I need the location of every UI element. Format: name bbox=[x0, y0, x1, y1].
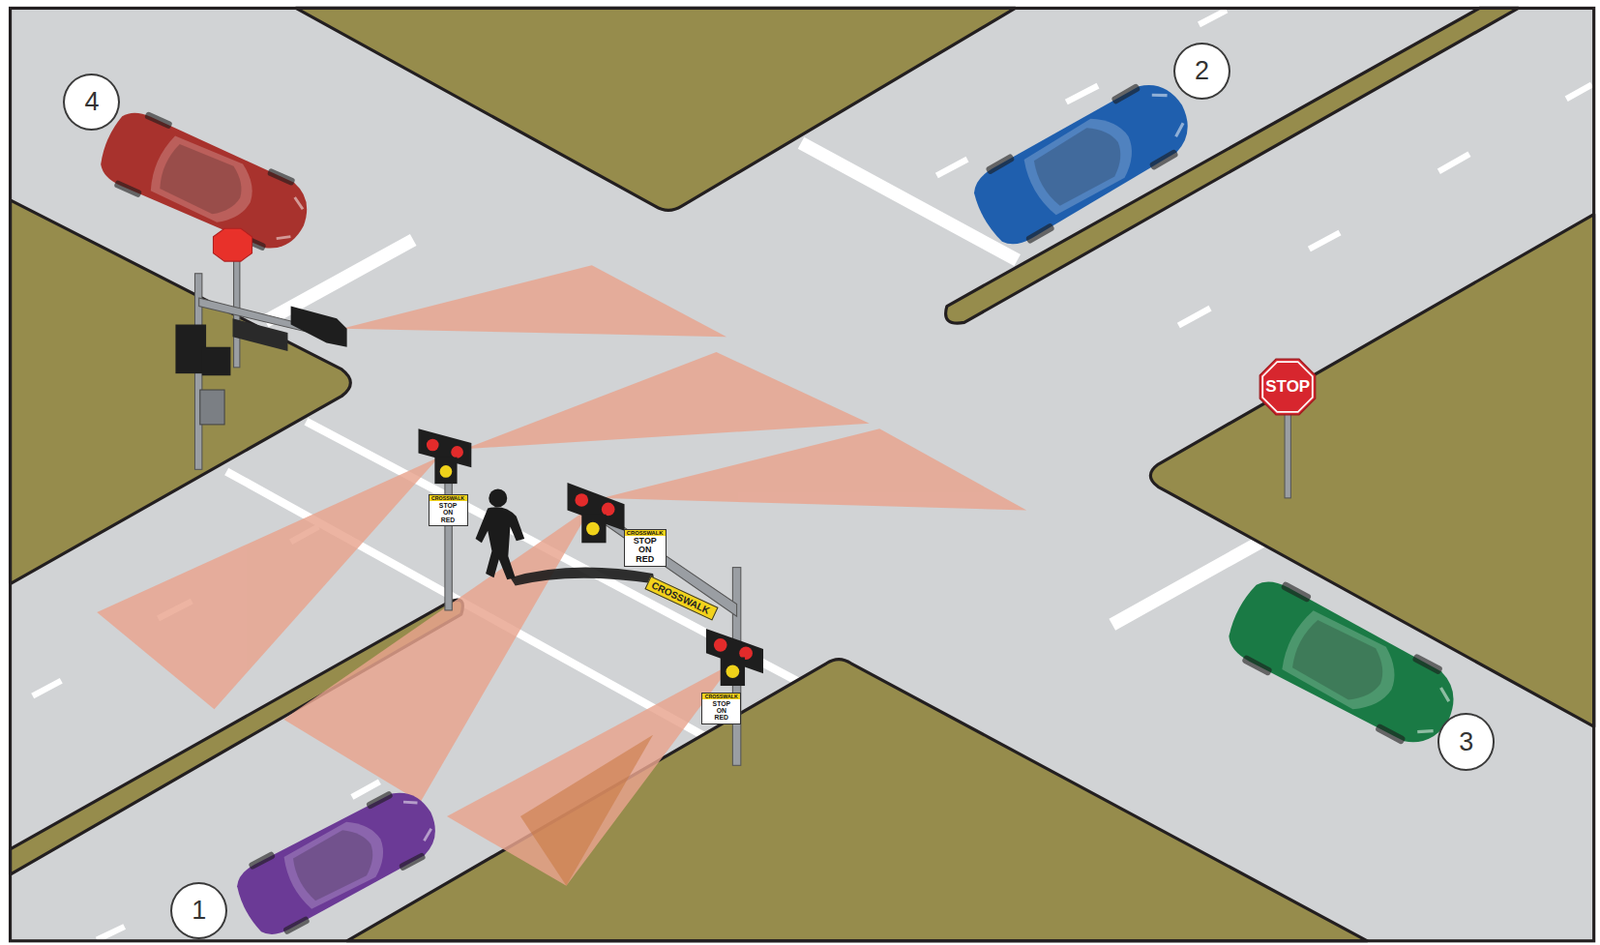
callout-number: 1 bbox=[191, 895, 207, 926]
beacon-head bbox=[706, 628, 764, 686]
light-beam-overlap bbox=[520, 735, 653, 887]
crosswalk-sign: CROSSWALKSTOP ON RED bbox=[428, 494, 469, 527]
crosswalk-sign: CROSSWALKSTOP ON RED bbox=[623, 529, 667, 567]
callout-number: 3 bbox=[1437, 712, 1495, 771]
callout-number: 4 bbox=[84, 87, 99, 118]
callout-number: 1 bbox=[170, 882, 228, 940]
sign-heading: CROSSWALK bbox=[624, 530, 666, 536]
stop-sign: STOP bbox=[1258, 357, 1317, 416]
callout-number: 2 bbox=[1194, 56, 1210, 87]
traffic-signal-assembly bbox=[175, 228, 347, 470]
grass-areas bbox=[10, 7, 1595, 941]
stop-sign-back bbox=[212, 228, 252, 262]
road-surface bbox=[10, 7, 1595, 941]
frame bbox=[10, 7, 1595, 941]
green-car bbox=[1216, 567, 1470, 761]
grass-corner bbox=[296, 7, 1016, 210]
blue-car bbox=[962, 66, 1205, 258]
sign-heading: CROSSWALK bbox=[429, 495, 468, 502]
light-beam bbox=[601, 428, 1027, 510]
light-beam bbox=[283, 505, 593, 802]
beacon-head bbox=[417, 428, 472, 484]
stop-bar bbox=[265, 239, 414, 322]
pedestrian-shadow bbox=[509, 566, 655, 586]
beacon-head bbox=[566, 482, 624, 543]
light-beam bbox=[464, 352, 870, 449]
beacon-poles bbox=[444, 479, 741, 766]
sign-text: STOP ON RED bbox=[439, 502, 457, 524]
sign-pole bbox=[1284, 406, 1291, 499]
sign-text: STOP ON RED bbox=[633, 536, 657, 564]
red-car bbox=[90, 101, 321, 265]
sign-text: STOP ON RED bbox=[712, 700, 731, 722]
grass-corner bbox=[347, 659, 1368, 942]
median bbox=[946, 7, 1519, 324]
light-beam bbox=[446, 663, 733, 887]
light-beam bbox=[341, 265, 727, 337]
callout-number: 3 bbox=[1458, 727, 1474, 758]
sign-heading: CROSSWALK bbox=[702, 693, 741, 700]
purple-car bbox=[227, 776, 450, 945]
crosswalk-sign: CROSSWALKSTOP ON RED bbox=[701, 692, 741, 725]
sign-text: STOP bbox=[1265, 377, 1310, 397]
